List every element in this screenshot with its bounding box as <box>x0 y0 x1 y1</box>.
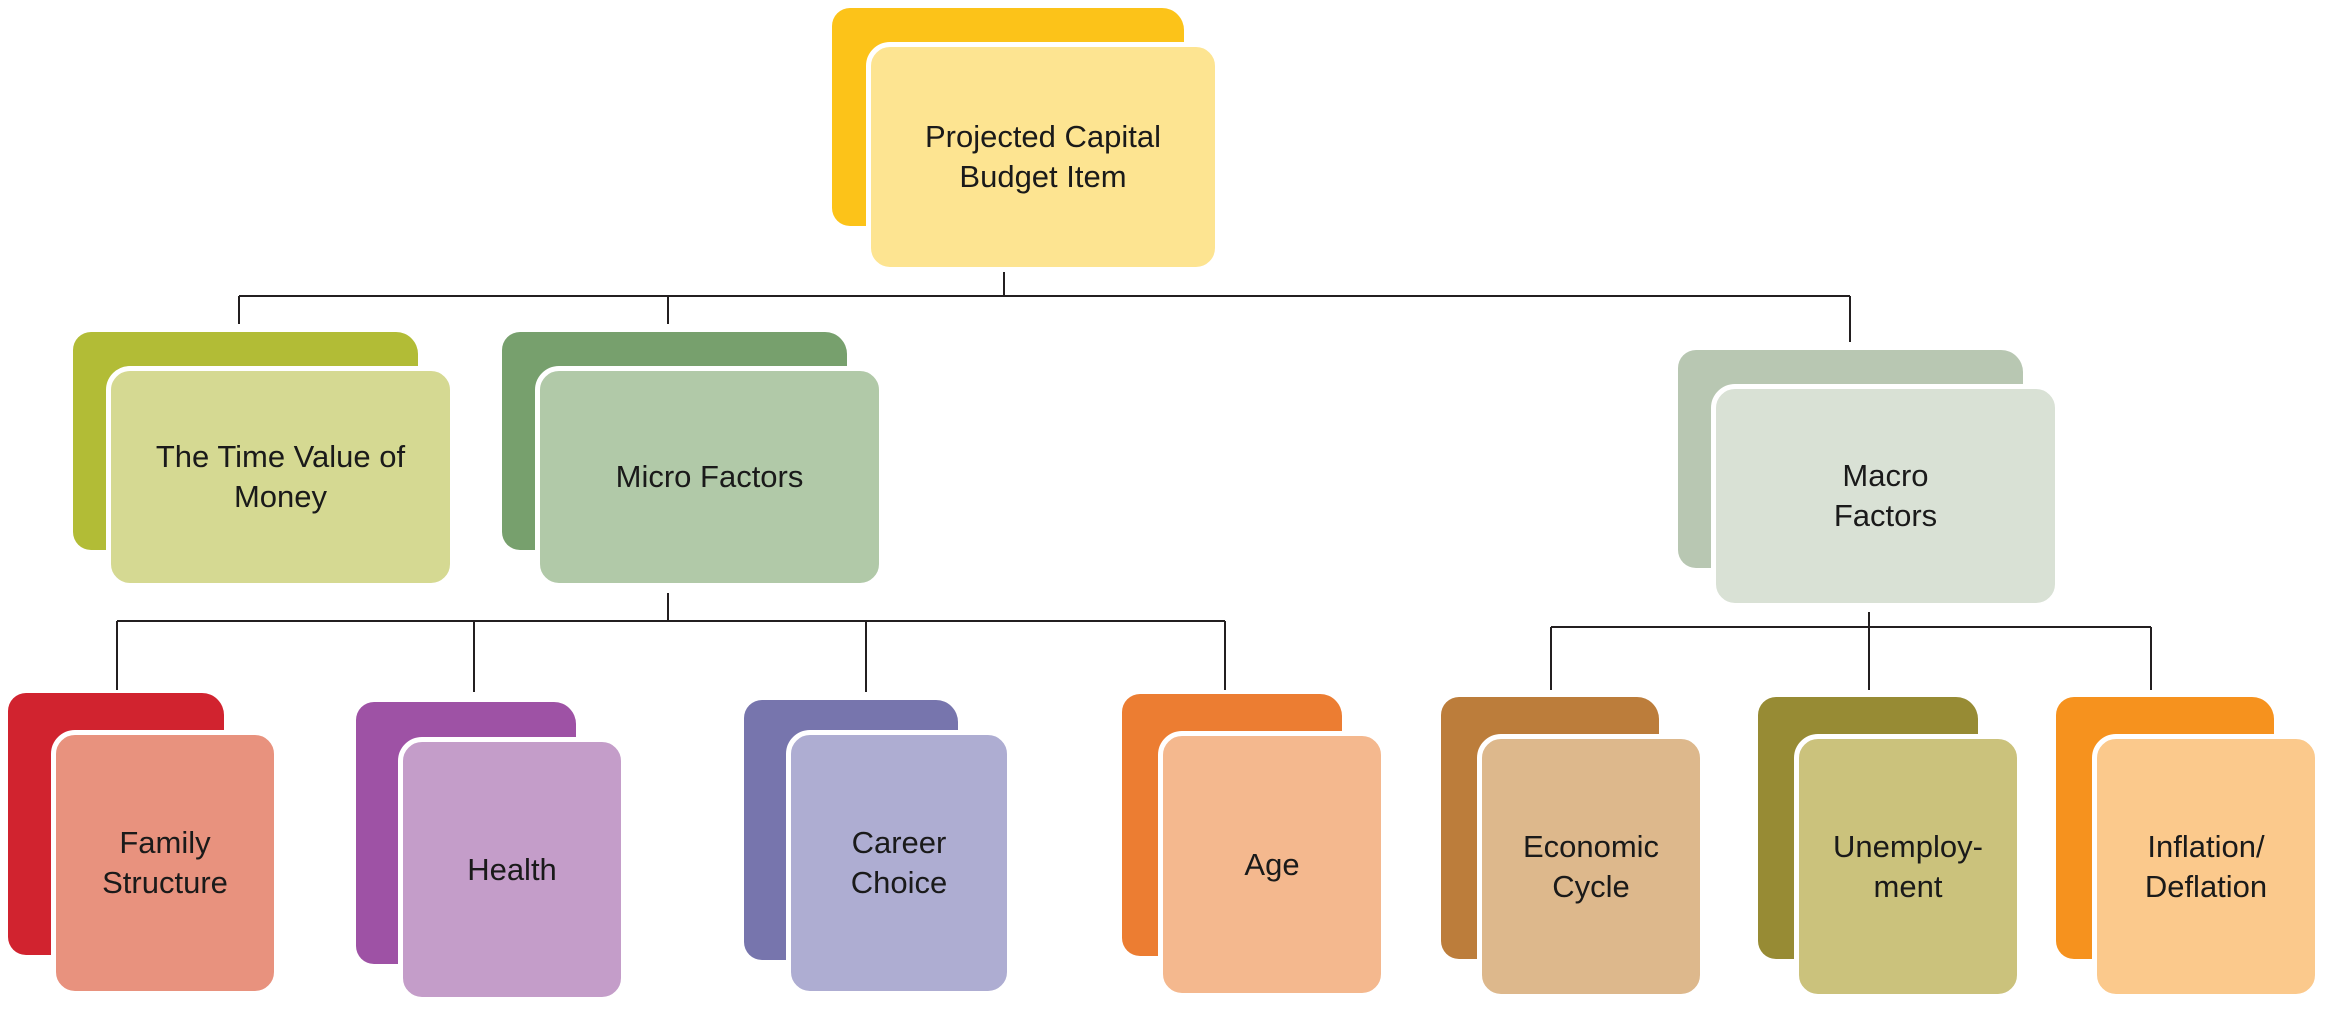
node-label: Health <box>467 851 557 887</box>
node-economic-cycle: Economic Cycle <box>1441 697 1705 999</box>
node-front-card: Micro Factors <box>535 366 884 588</box>
node-macro-factors: Macro Factors <box>1678 350 2060 608</box>
node-label: Career Choice <box>850 825 948 900</box>
node-micro-factors: Micro Factors <box>502 332 884 588</box>
node-label: Macro Factors <box>1833 458 1938 533</box>
node-front-card: Economic Cycle <box>1477 734 1705 999</box>
node-label: Projected Capital Budget Item <box>924 119 1162 194</box>
node-family-structure: Family Structure <box>8 693 279 997</box>
node-front-card: Projected Capital Budget Item <box>866 42 1220 272</box>
node-label: Age <box>1244 846 1300 882</box>
node-health: Health <box>356 702 626 1002</box>
node-label: Inflation/ Deflation <box>2144 828 2268 904</box>
node-front-card: Family Structure <box>51 730 279 996</box>
node-unemployment: Unemploy- ment <box>1758 697 2022 999</box>
node-age: Age <box>1122 694 1386 998</box>
node-projected-capital-budget-item: Projected Capital Budget Item <box>832 8 1220 272</box>
node-front-card: Career Choice <box>786 730 1012 996</box>
node-label: The Time Value of Money <box>155 439 406 514</box>
node-label: Unemploy- ment <box>1833 828 1983 904</box>
node-label: Economic Cycle <box>1522 828 1660 904</box>
node-career-choice: Career Choice <box>744 700 1012 996</box>
node-inflation-deflation: Inflation/ Deflation <box>2056 697 2320 999</box>
node-front-card: Age <box>1158 731 1386 998</box>
node-time-value-of-money: The Time Value of Money <box>73 332 455 588</box>
node-label: Micro Factors <box>615 459 804 494</box>
node-label: Family Structure <box>102 825 228 900</box>
node-front-card: The Time Value of Money <box>106 366 455 588</box>
node-front-card: Macro Factors <box>1711 384 2060 608</box>
node-front-card: Health <box>398 737 626 1002</box>
node-front-card: Unemploy- ment <box>1794 734 2022 999</box>
node-front-card: Inflation/ Deflation <box>2092 734 2320 999</box>
